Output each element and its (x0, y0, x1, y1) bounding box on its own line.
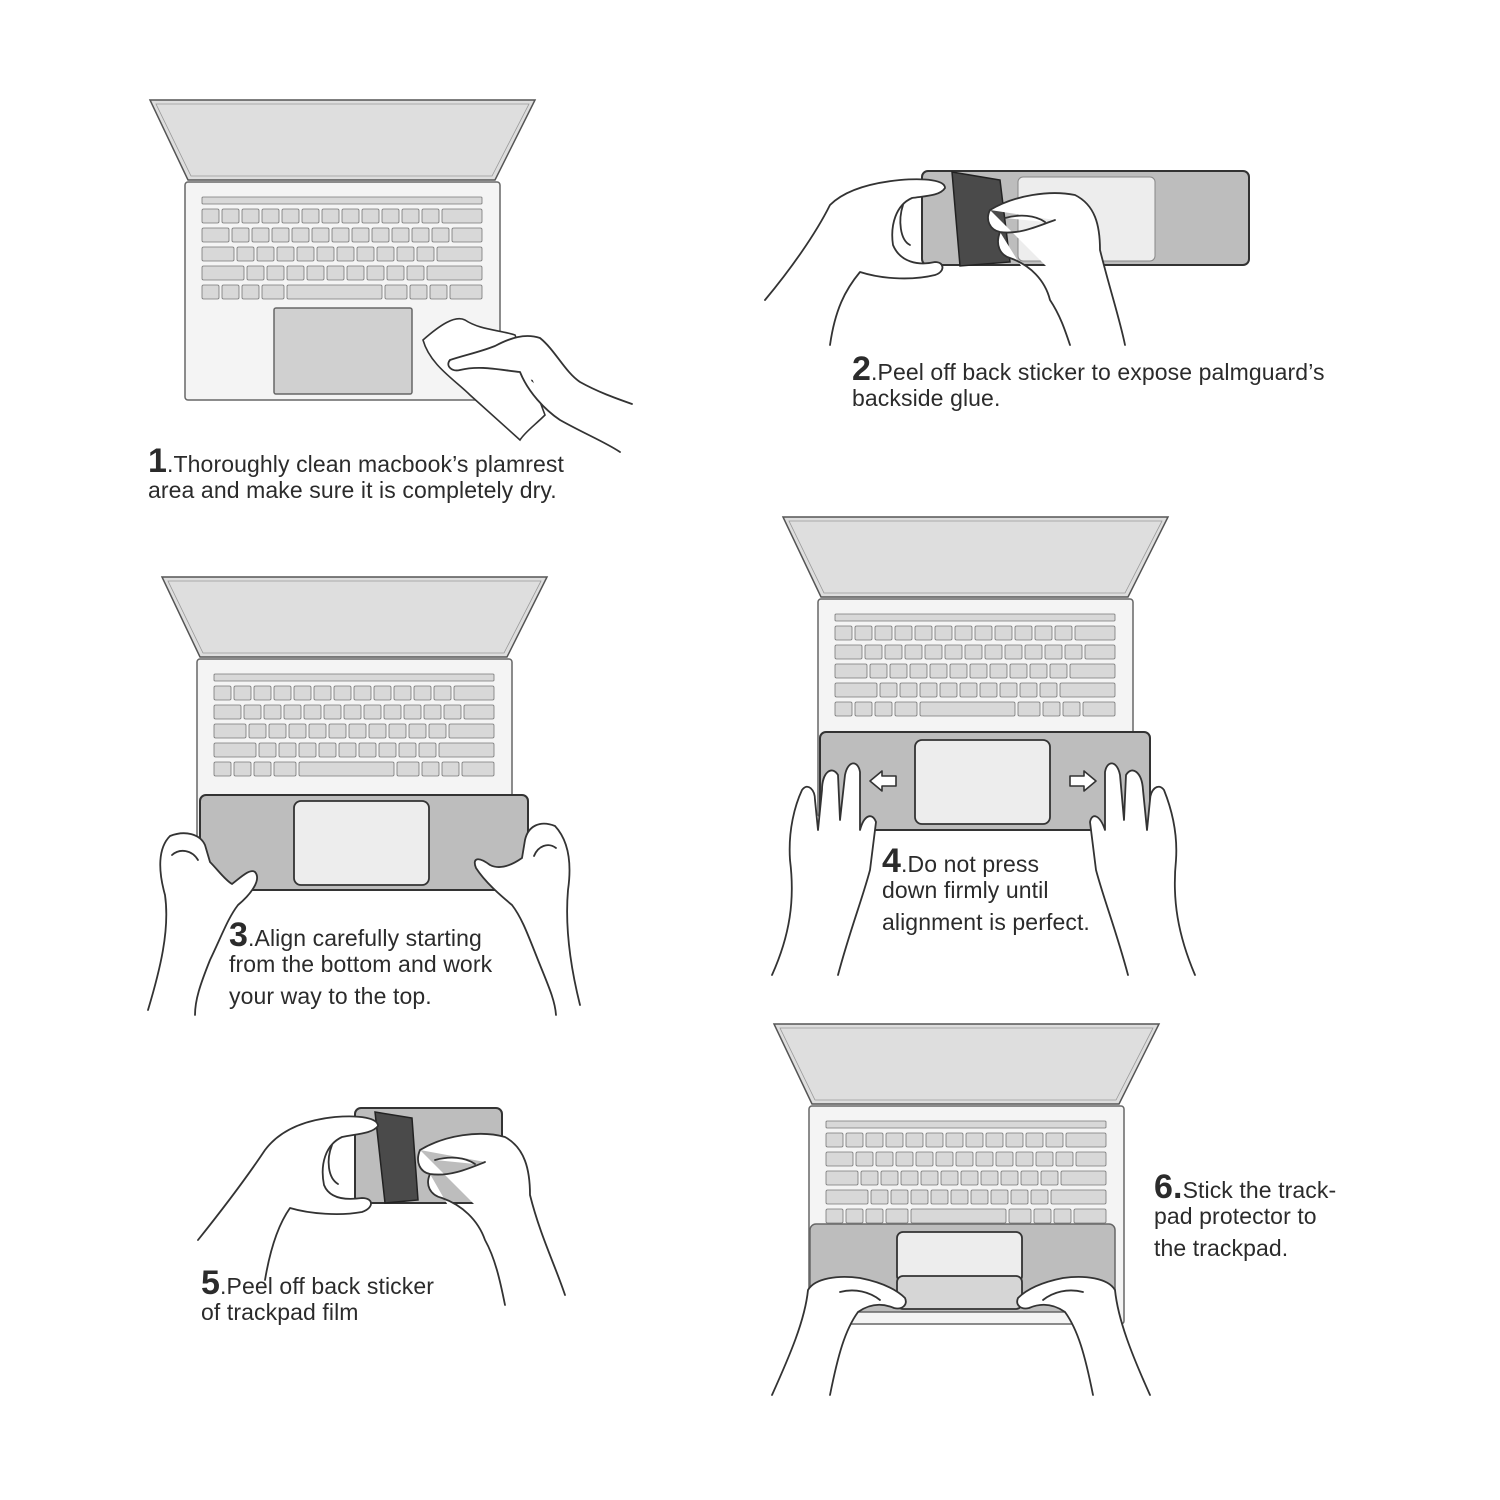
step-number: 5 (201, 1264, 221, 1302)
hand-icon (771, 762, 1196, 976)
arrow-left-icon (869, 770, 897, 792)
hand-icon (197, 1115, 566, 1306)
palmguard-sticker (199, 794, 529, 891)
step-number: 1 (148, 442, 168, 480)
step-6-caption: 6.Stick the track- pad protector to the … (1154, 1168, 1337, 1261)
hand-icon (771, 1276, 1151, 1396)
hand-icon (147, 822, 581, 1016)
hand-icon (447, 335, 633, 453)
hand-icon (764, 178, 1126, 346)
step-2-caption: 2.Peel off back sticker to expose palmgu… (852, 350, 1325, 411)
palmguard-sticker (819, 731, 1151, 831)
laptop-icon (150, 100, 535, 400)
step-number: 4 (882, 842, 902, 880)
step-number: 3 (229, 916, 249, 954)
step-4-caption: 4.Do not press down firmly until alignme… (882, 842, 1090, 935)
step-3-caption: 3.Align carefully starting from the bott… (229, 916, 493, 1009)
step-number: 2 (852, 350, 872, 388)
arrow-right-icon (1069, 770, 1097, 792)
step-1-caption: 1.Thoroughly clean macbook’s plamrest ar… (148, 442, 564, 503)
step-number: 6. (1154, 1168, 1183, 1206)
step-5-caption: 5.Peel off back sticker of trackpad film (201, 1264, 434, 1325)
